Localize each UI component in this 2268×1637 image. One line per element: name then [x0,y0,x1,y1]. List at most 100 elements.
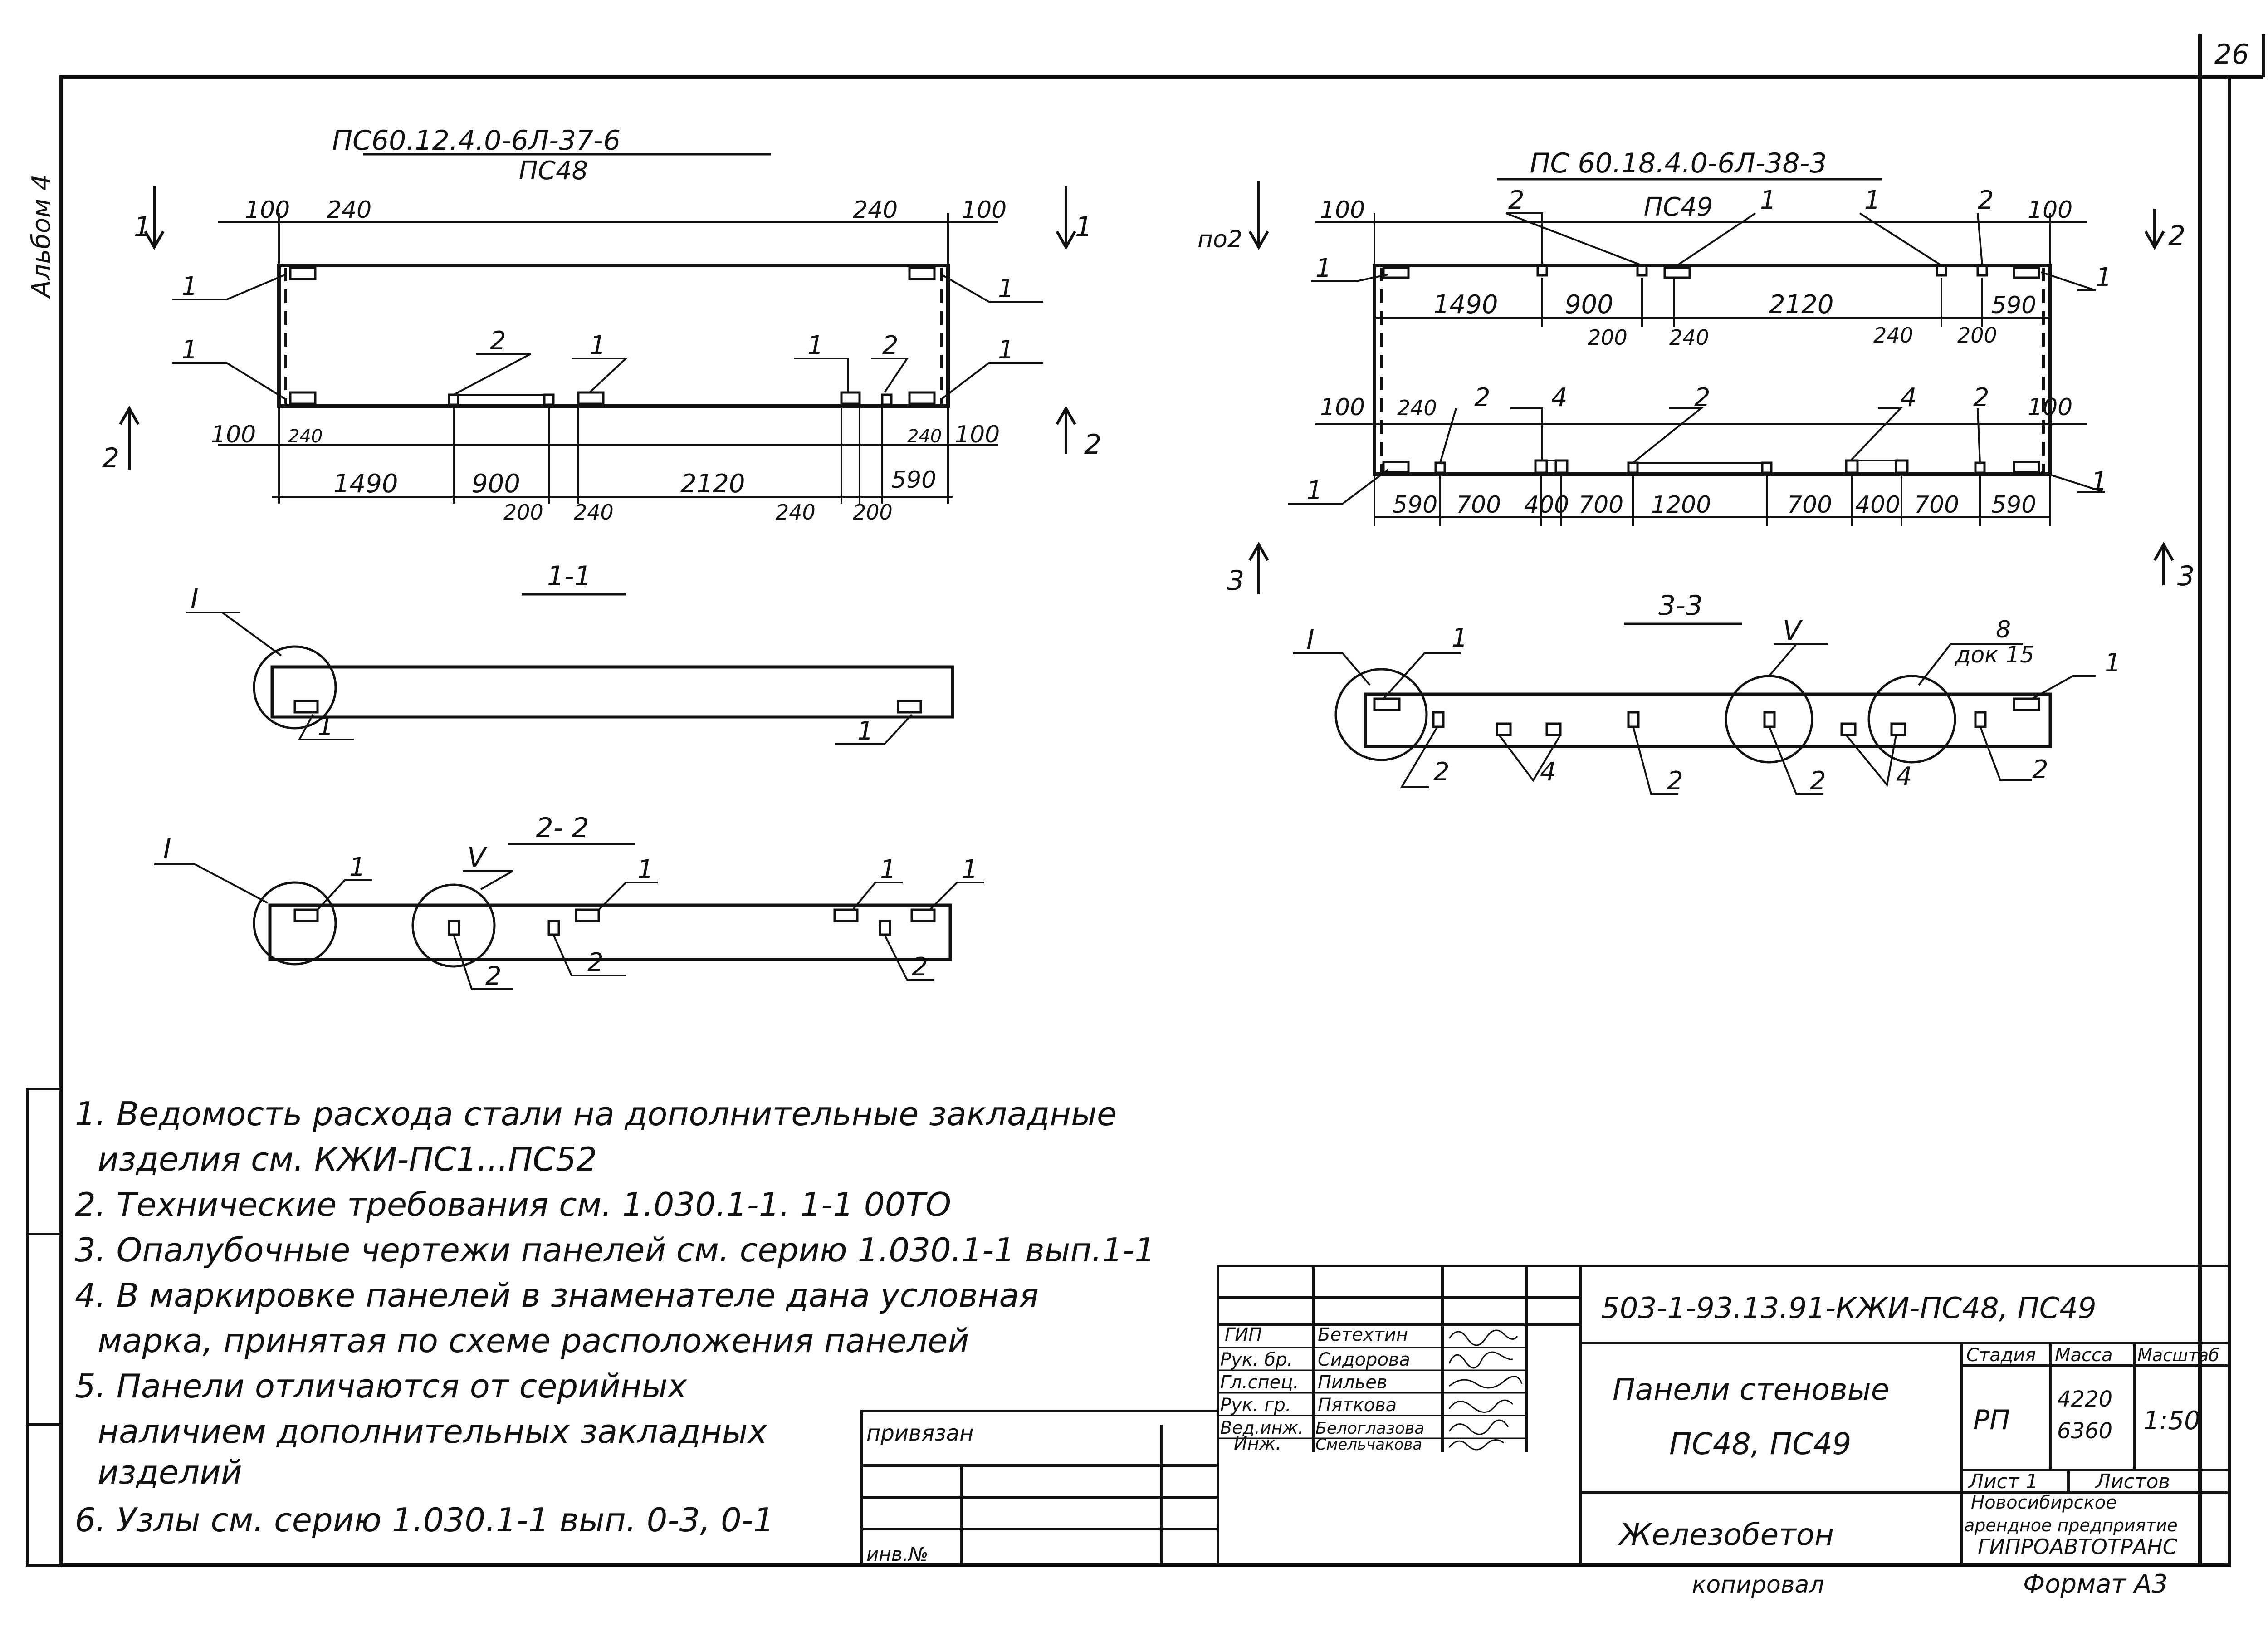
note-line: изделия см. КЖИ-ПС1...ПС52 [98,1140,597,1178]
callout-leaders [317,879,984,990]
dim-text: 400 [1524,491,1569,519]
view2-mark: ПС 60.18.4.0-6Л-38-3 [1530,147,1827,179]
callout-1: 1 [637,855,654,884]
page-number: 26 [2214,39,2249,70]
note-line: 4. В маркировке панелей в знаменателе да… [75,1276,1039,1314]
left-stamp-strip [26,1088,63,1567]
document-code: 503-1-93.13.91-КЖИ-ПС48, ПС49 [1601,1292,2097,1325]
person-name: Пильев [1318,1372,1387,1393]
callout-1: 1 [2105,648,2121,678]
callout-1: 1 [181,335,198,365]
binding-table: привязан инв.№ [860,1410,1219,1567]
node-label: V [467,842,488,873]
dim-text: 240 [1873,323,1913,348]
section-prefix: по2 [1198,226,1242,253]
callout-leaders [1288,212,2105,505]
embedded-parts [1373,697,2040,736]
section-title: 3-3 [1658,590,1703,622]
section-3-3: 3-3 I V 8 док 15 [1293,590,2121,796]
dim-text: 700 [1456,491,1501,519]
callout-1: 1 [998,274,1014,304]
section-arrows [1248,181,2174,594]
section-1-1: 1-1 I 1 1 [186,560,954,746]
callout-1: 1 [1760,186,1776,215]
person-name: Бетехтин [1318,1324,1408,1345]
person-name: Белоглазова [1315,1419,1424,1438]
view1-mark: ПС60.12.4.0-6Л-37-6 [332,125,621,157]
dimension-lines [218,213,998,504]
callout-2: 2 [1508,186,1525,215]
person-name: Смельчакова [1315,1436,1422,1454]
role-label: ГИП [1225,1324,1262,1345]
section-label-3: 3 [2177,560,2195,592]
callout-2: 2 [912,952,928,982]
dim-text: 100 [211,421,256,448]
section-title: 1-1 [547,560,591,592]
note-line: 2. Технические требования см. 1.030.1-1.… [75,1186,951,1224]
note-line: 6. Узлы см. серию 1.030.1-1 вып. 0-3, 0-… [75,1501,774,1539]
dim-text: 700 [1579,491,1623,519]
org-line-1: Новосибирское [1971,1492,2117,1513]
person-name: Пяткова [1318,1395,1397,1416]
header-mass: Масса [2055,1345,2113,1366]
copied-by-label: копировал [1692,1571,1824,1598]
section-arrows [119,186,1076,470]
callout-1: 1 [2091,467,2107,496]
callout-2: 2 [1694,383,1711,412]
callout-2: 2 [485,961,502,991]
general-notes: 1. Ведомость расхода стали на дополнител… [75,1095,1155,1539]
node-label: I [1306,624,1315,656]
callout-1: 1 [1315,254,1332,283]
callout-2: 2 [1667,766,1683,796]
section-title: 2- 2 [536,812,589,844]
section-label-3: 3 [1227,565,1244,597]
dim-text: 2120 [1769,290,1834,319]
dims-lower-row: 590 700 400 700 1200 700 400 700 590 [1393,491,2036,519]
section-label-1-right: 1 [1075,211,1092,243]
callout-8: 8 [1996,616,2011,643]
role-label: Рук. гр. [1220,1395,1291,1416]
mass-value-2: 6360 [2057,1418,2112,1444]
callout-4: 4 [1901,383,1917,412]
stage-value: РП [1973,1404,2010,1436]
callout-2: 2 [1810,766,1826,796]
section-label-1-left: 1 [134,211,151,243]
dim-text: 400 [1855,491,1900,519]
view1-alt-mark: ПС48 [519,156,588,186]
node-label: V [1783,615,1803,647]
node-label: I [163,833,171,864]
view2-alt-mark: ПС49 [1644,192,1713,222]
doc-reference: док 15 [1955,642,2034,668]
embedded-parts [289,266,936,406]
callout-4: 4 [1540,757,1556,787]
dim-text: 200 [503,500,543,524]
dim-text: 590 [1991,491,2036,519]
org-line-2: арендное предприятие [1964,1515,2178,1535]
dim-text: 100 [1320,394,1365,421]
title-block: ГИП Рук. бр. Гл.спец. Рук. гр. Вед.инж. … [1217,1265,2231,1567]
dim-text: 240 [574,500,614,524]
callout-2: 2 [587,948,604,977]
callout-2: 2 [1978,186,1994,215]
callout-1: 1 [807,331,824,360]
title-line-2: ПС48, ПС49 [1669,1426,1851,1461]
org-line-3: ГИПРОАВТОТРАНС [1978,1534,2177,1559]
dim-text: 240 [776,500,816,524]
dim-text: 240 [1397,396,1437,420]
callout-1: 1 [1306,476,1323,505]
dim-text: 700 [1914,491,1959,519]
binding-label: привязан [866,1421,974,1446]
panel-view-ps49: ПС 60.18.4.0-6Л-38-3 ПС49 [1198,147,2195,597]
header-scale: Масштаб [2137,1345,2219,1365]
album-label: Альбом 4 [27,174,56,299]
sheet-number: Лист 1 [1968,1470,2038,1493]
dim-text: 900 [1565,290,1613,319]
callout-2: 2 [882,331,899,360]
dim-text: 240 [907,426,942,447]
callout-1: 1 [857,716,874,746]
callout-4: 4 [1551,383,1568,412]
note-line: наличием дополнительных закладных [98,1412,768,1451]
title-line-1: Панели стеновые [1613,1372,1889,1407]
callout-2: 2 [490,326,506,356]
